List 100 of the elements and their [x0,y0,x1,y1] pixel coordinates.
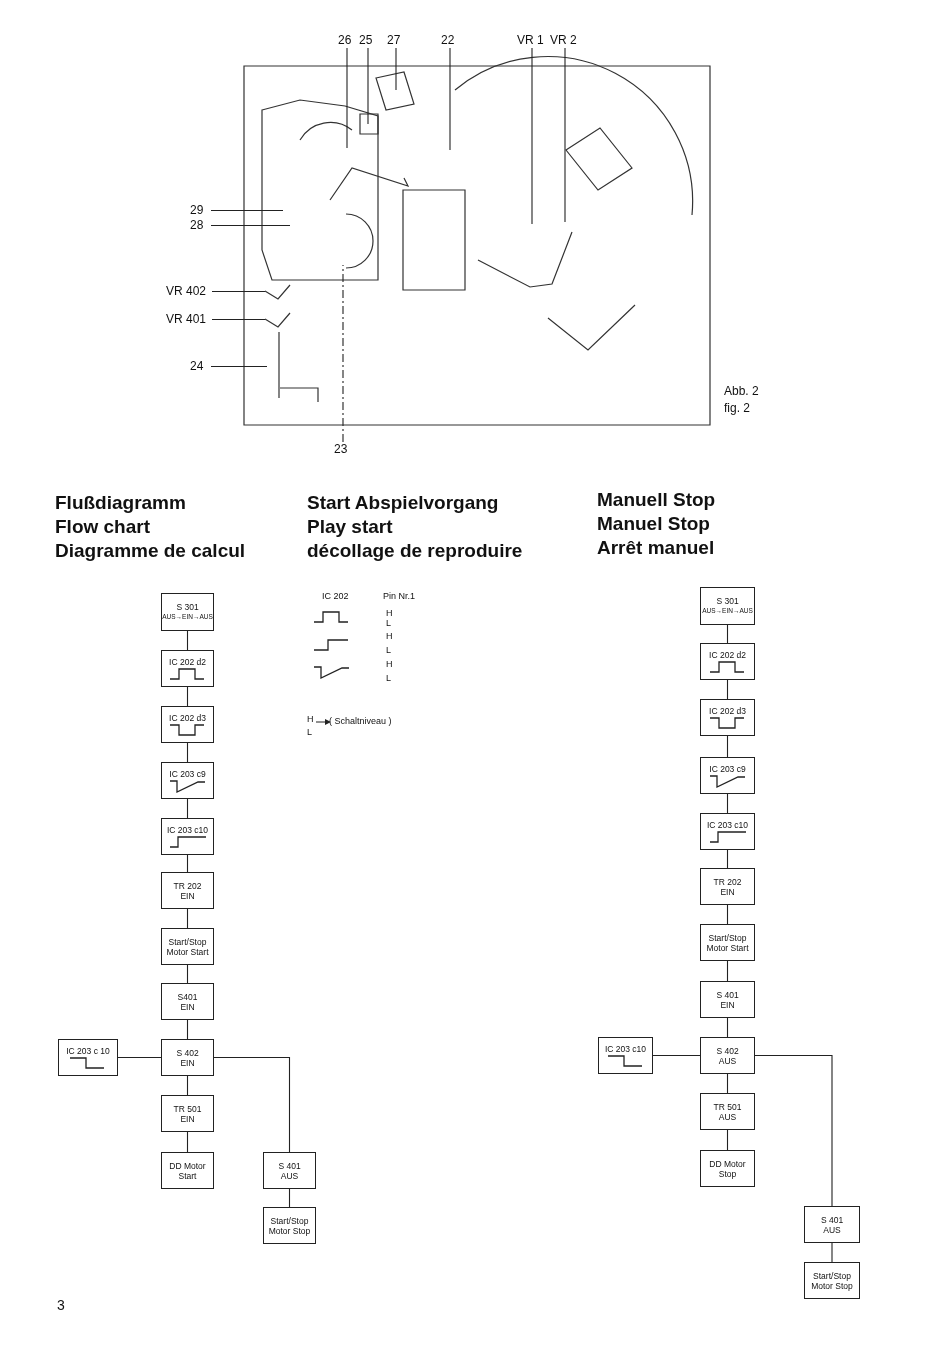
connector-line [726,1073,729,1094]
box-label: EIN [720,886,735,897]
connector-line [726,1129,729,1151]
process-box [700,813,755,850]
box-label: EIN [720,999,735,1010]
box-label: IC 203 c9 [709,763,746,774]
connector-line [213,1056,291,1153]
callout-number: 29 [190,204,210,217]
signal-label: L [386,645,391,656]
box-label: IC 202 d2 [169,656,206,667]
leader-line [342,264,344,443]
box-label: IC 202 d3 [169,712,206,723]
leader-line [211,318,266,321]
part-label: VR 1 [517,34,547,47]
heading: Start Abspielvorgang [307,492,499,514]
box-label: IC 202 d3 [709,705,746,716]
process-box [700,1037,755,1074]
connector-line [186,1131,189,1153]
connector-line [186,964,189,984]
box-label: EIN [180,1001,195,1012]
connector-line [186,742,189,763]
process-box [161,1152,214,1189]
box-label: S401 [177,991,198,1002]
leader-line [210,209,284,212]
heading: Flow chart [55,516,150,538]
box-label: S 301 [176,602,199,612]
process-box [804,1262,860,1299]
leader-line [210,365,268,368]
box-label: S 402 [176,1047,199,1058]
connector-line [186,630,189,651]
box-label: IC 203 c10 [604,1043,647,1054]
heading: Diagramme de calcul [55,540,246,562]
box-label: TR 202 [173,880,202,891]
box-label: AUS [823,1224,841,1235]
leader-line [210,224,291,227]
box-label: Start/Stop Motor Stop [267,1215,312,1236]
signal-label: H [386,608,393,619]
connector-line [117,1056,162,1059]
connector-line [652,1054,701,1057]
box-label: Start/Stop Motor Start [705,932,750,953]
box-label: AUS [718,1055,737,1066]
connector-line [726,904,729,925]
callout-number: 26 [338,34,356,47]
process-box [700,1150,755,1187]
callout-number: 27 [387,34,405,47]
process-box [161,1039,214,1076]
process-box [161,983,214,1020]
box-label: S 402 [716,1045,739,1056]
connector-line [726,735,729,758]
box-label: S 301 [716,596,739,606]
box-label: Start/Stop Motor Stop [810,1270,854,1291]
process-box [58,1039,118,1076]
box-label: Start/Stop Motor Start [165,936,210,957]
signal-label: H [307,714,314,725]
process-box [700,1093,755,1130]
callout-number: 23 [334,443,352,456]
process-box [161,593,214,631]
box-label: IC 202 d2 [709,649,746,660]
box-label: S 401 [820,1214,844,1225]
connector-line [726,679,729,700]
signal-label: L [386,618,391,629]
leader-line [211,290,266,293]
process-box [700,981,755,1018]
box-label: EIN [180,1113,195,1124]
box-label: S 401 [716,989,739,1000]
box-label: IC 203 c 10 [66,1045,110,1056]
leader-line [395,47,397,91]
box-label: AUS [718,1111,737,1122]
process-box [161,650,214,687]
box-label: AUS [280,1170,299,1181]
connector-line [726,624,729,644]
leader-line [367,47,369,125]
box-label: S 401 [278,1160,301,1171]
connector-line [726,849,729,869]
connector-line [186,908,189,929]
signal-label: H [386,631,393,642]
connector-line [831,1242,833,1263]
signal-label: Pin Nr.1 [383,591,415,602]
process-box [161,818,214,855]
leader-line [449,47,451,151]
heading: Flußdiagramm [55,492,186,514]
process-box [700,868,755,905]
process-box [700,924,755,961]
process-box [263,1207,316,1244]
process-box [700,587,755,625]
connector-line [186,1019,189,1040]
connector-line [726,1017,729,1038]
process-box [804,1206,860,1243]
process-box [700,699,755,736]
heading: Arrêt manuel [597,537,715,559]
heading: décollage de reproduire [307,540,523,562]
box-label: DD Motor Start [168,1160,207,1181]
box-label: IC 203 c10 [166,824,209,835]
process-box [161,872,214,909]
process-box [598,1037,653,1074]
page-number: 3 [57,1297,65,1313]
heading: Manuel Stop [597,513,710,535]
leader-line [564,47,566,223]
heading: Play start [307,516,393,538]
box-label: DD Motor Stop [708,1158,747,1179]
